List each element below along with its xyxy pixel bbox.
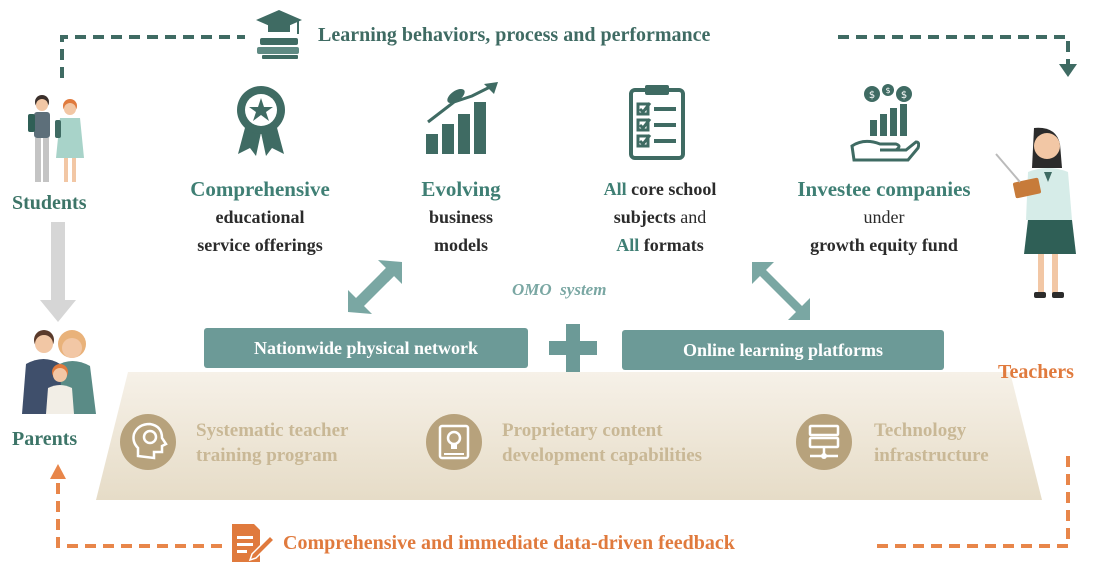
- online-learning-platforms-label: Online learning platforms: [682, 339, 883, 360]
- offering-2-title: Evolving: [421, 177, 501, 201]
- svg-text:$: $: [869, 90, 875, 101]
- plus-sign: [549, 324, 597, 372]
- students-icon: [22, 92, 90, 190]
- offering-3-line1: core school: [626, 179, 717, 199]
- offering-1-title: Comprehensive: [190, 177, 330, 201]
- offering-3-all-1: All: [603, 179, 627, 199]
- left-double-arrow: [348, 260, 402, 314]
- capability-1-line1: Systematic teacher: [196, 420, 349, 441]
- capabilities-base-panel: [96, 372, 1042, 500]
- teachers-label: Teachers: [998, 361, 1074, 383]
- online-learning-platforms-pill: Online learning platforms: [622, 330, 944, 370]
- offering-4-line3: growth equity fund: [810, 235, 958, 255]
- feedback-label: Comprehensive and immediate data-driven …: [283, 532, 735, 554]
- students-parents-arrow-head: [40, 300, 76, 322]
- offering-3-all-2: All: [616, 235, 640, 255]
- omo-system-label: OMO system: [512, 280, 607, 299]
- offering-4-line2: under: [863, 207, 905, 227]
- top-dashed-arrow: [60, 35, 1070, 78]
- capability-3: Technology infrastructure: [874, 418, 989, 468]
- right-double-arrow: [752, 262, 810, 320]
- offering-2-line2: business: [428, 207, 494, 227]
- rocket-growth-chart-icon: [424, 82, 500, 156]
- offering-4-title: Investee companies: [797, 177, 971, 201]
- hand-money-growth-icon: $ $ $: [850, 84, 921, 162]
- capability-2: Proprietary content development capabili…: [502, 418, 702, 468]
- lightbulb-book-icon: [426, 414, 482, 470]
- graduation-cap-books-icon: [254, 8, 304, 60]
- capability-1-line2: training program: [196, 445, 338, 466]
- family-icon: [18, 326, 100, 414]
- offering-3-and: and: [675, 207, 707, 227]
- nationwide-physical-network-pill: Nationwide physical network: [204, 328, 528, 368]
- capability-2-line2: development capabilities: [502, 445, 703, 466]
- offering-column-3: All core school subjects and All formats: [570, 175, 750, 259]
- capability-3-line1: Technology: [874, 420, 967, 441]
- offering-2-line3: models: [434, 235, 488, 255]
- students-parents-arrow-shaft: [51, 222, 65, 302]
- offering-column-2: Evolving business models: [376, 175, 546, 259]
- checklist-clipboard-icon: [628, 84, 686, 160]
- students-label: Students: [12, 192, 87, 214]
- server-network-icon: [796, 414, 852, 470]
- capability-2-line1: Proprietary content: [502, 420, 663, 441]
- parents-label: Parents: [12, 428, 78, 450]
- svg-text:$: $: [901, 90, 907, 101]
- offering-column-4: Investee companies under growth equity f…: [772, 175, 996, 259]
- offering-1-line3: service offerings: [197, 235, 323, 255]
- offering-3-formats: formats: [639, 235, 704, 255]
- bottom-dashed-arrow: [56, 456, 1070, 548]
- bottom-arrow-head: [50, 464, 66, 479]
- capability-3-line2: infrastructure: [874, 445, 989, 466]
- offering-1-line2: educational: [215, 207, 305, 227]
- svg-text:$: $: [885, 86, 890, 95]
- document-pen-icon: [228, 522, 276, 564]
- award-ribbon-icon: [232, 84, 290, 156]
- offering-column-1: Comprehensive educational service offeri…: [160, 175, 360, 259]
- capability-1: Systematic teacher training program: [196, 418, 348, 468]
- gear-head-icon: [120, 414, 176, 470]
- top-arrow-head: [1059, 64, 1077, 77]
- nationwide-physical-network-label: Nationwide physical network: [253, 337, 478, 358]
- top-flow-label: Learning behaviors, process and performa…: [318, 24, 711, 46]
- teacher-icon: [992, 124, 1088, 306]
- offering-3-subjects: subjects: [613, 207, 676, 227]
